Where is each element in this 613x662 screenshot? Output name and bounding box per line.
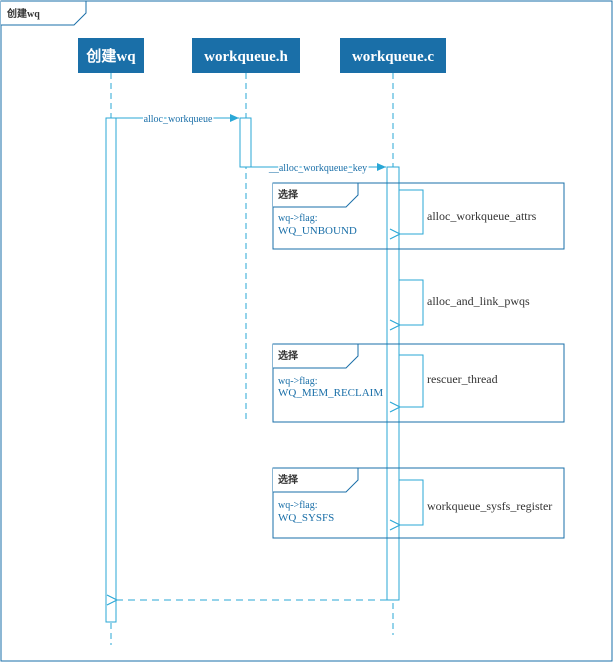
message-workqueue-sysfs-register: workqueue_sysfs_register bbox=[399, 479, 552, 525]
fragment-unbound: 选择 wq->flag: WQ_UNBOUND bbox=[272, 182, 565, 250]
message-alloc-workqueue: alloc_workqueue bbox=[116, 113, 239, 127]
frame-title: 创建wq bbox=[6, 7, 40, 20]
message-label-4: alloc_and_link_pwqs bbox=[427, 294, 530, 308]
fragment-label-2: 选择 bbox=[278, 349, 299, 362]
activation-bar-3 bbox=[386, 166, 400, 601]
message-label-5: rescuer_thread bbox=[427, 372, 498, 386]
fragment-guard-3b: WQ_SYSFS bbox=[278, 512, 334, 524]
fragment-guard-1a: wq->flag: bbox=[278, 213, 318, 224]
fragment-guard-3a: wq->flag: bbox=[278, 500, 318, 511]
message-label-6: workqueue_sysfs_register bbox=[427, 499, 552, 513]
fragment-mem-reclaim: 选择 wq->flag: WQ_MEM_RECLAIM bbox=[272, 343, 565, 423]
participant-header-2: workqueue.h bbox=[192, 38, 300, 73]
message-label-1: alloc_workqueue bbox=[144, 114, 213, 125]
fragment-guard-2b: WQ_MEM_RECLAIM bbox=[278, 387, 383, 399]
participant-label-1: 创建wq bbox=[85, 47, 136, 65]
activation-bar-2 bbox=[239, 117, 252, 168]
message-rescuer-thread: rescuer_thread bbox=[399, 354, 498, 407]
participant-label-2: workqueue.h bbox=[204, 49, 288, 65]
message-label-3: alloc_workqueue_attrs bbox=[427, 209, 537, 223]
participant-label-3: workqueue.c bbox=[352, 49, 434, 65]
activation-bar-1 bbox=[105, 117, 117, 623]
fragment-guard-1b: WQ_UNBOUND bbox=[278, 225, 357, 237]
fragment-guard-2a: wq->flag: bbox=[278, 376, 318, 387]
participant-header-1: 创建wq bbox=[78, 38, 144, 73]
fragment-sysfs: 选择 wq->flag: WQ_SYSFS bbox=[272, 467, 565, 539]
message-alloc-workqueue-attrs: alloc_workqueue_attrs bbox=[399, 189, 537, 234]
message-label-2: __alloc_workqueue_key bbox=[268, 163, 367, 174]
message-alloc-workqueue-key: __alloc_workqueue_key bbox=[251, 162, 386, 176]
message-alloc-and-link-pwqs: alloc_and_link_pwqs bbox=[399, 279, 530, 325]
fragment-label-1: 选择 bbox=[278, 188, 299, 201]
fragment-label-3: 选择 bbox=[278, 473, 299, 486]
participant-header-3: workqueue.c bbox=[340, 38, 446, 73]
